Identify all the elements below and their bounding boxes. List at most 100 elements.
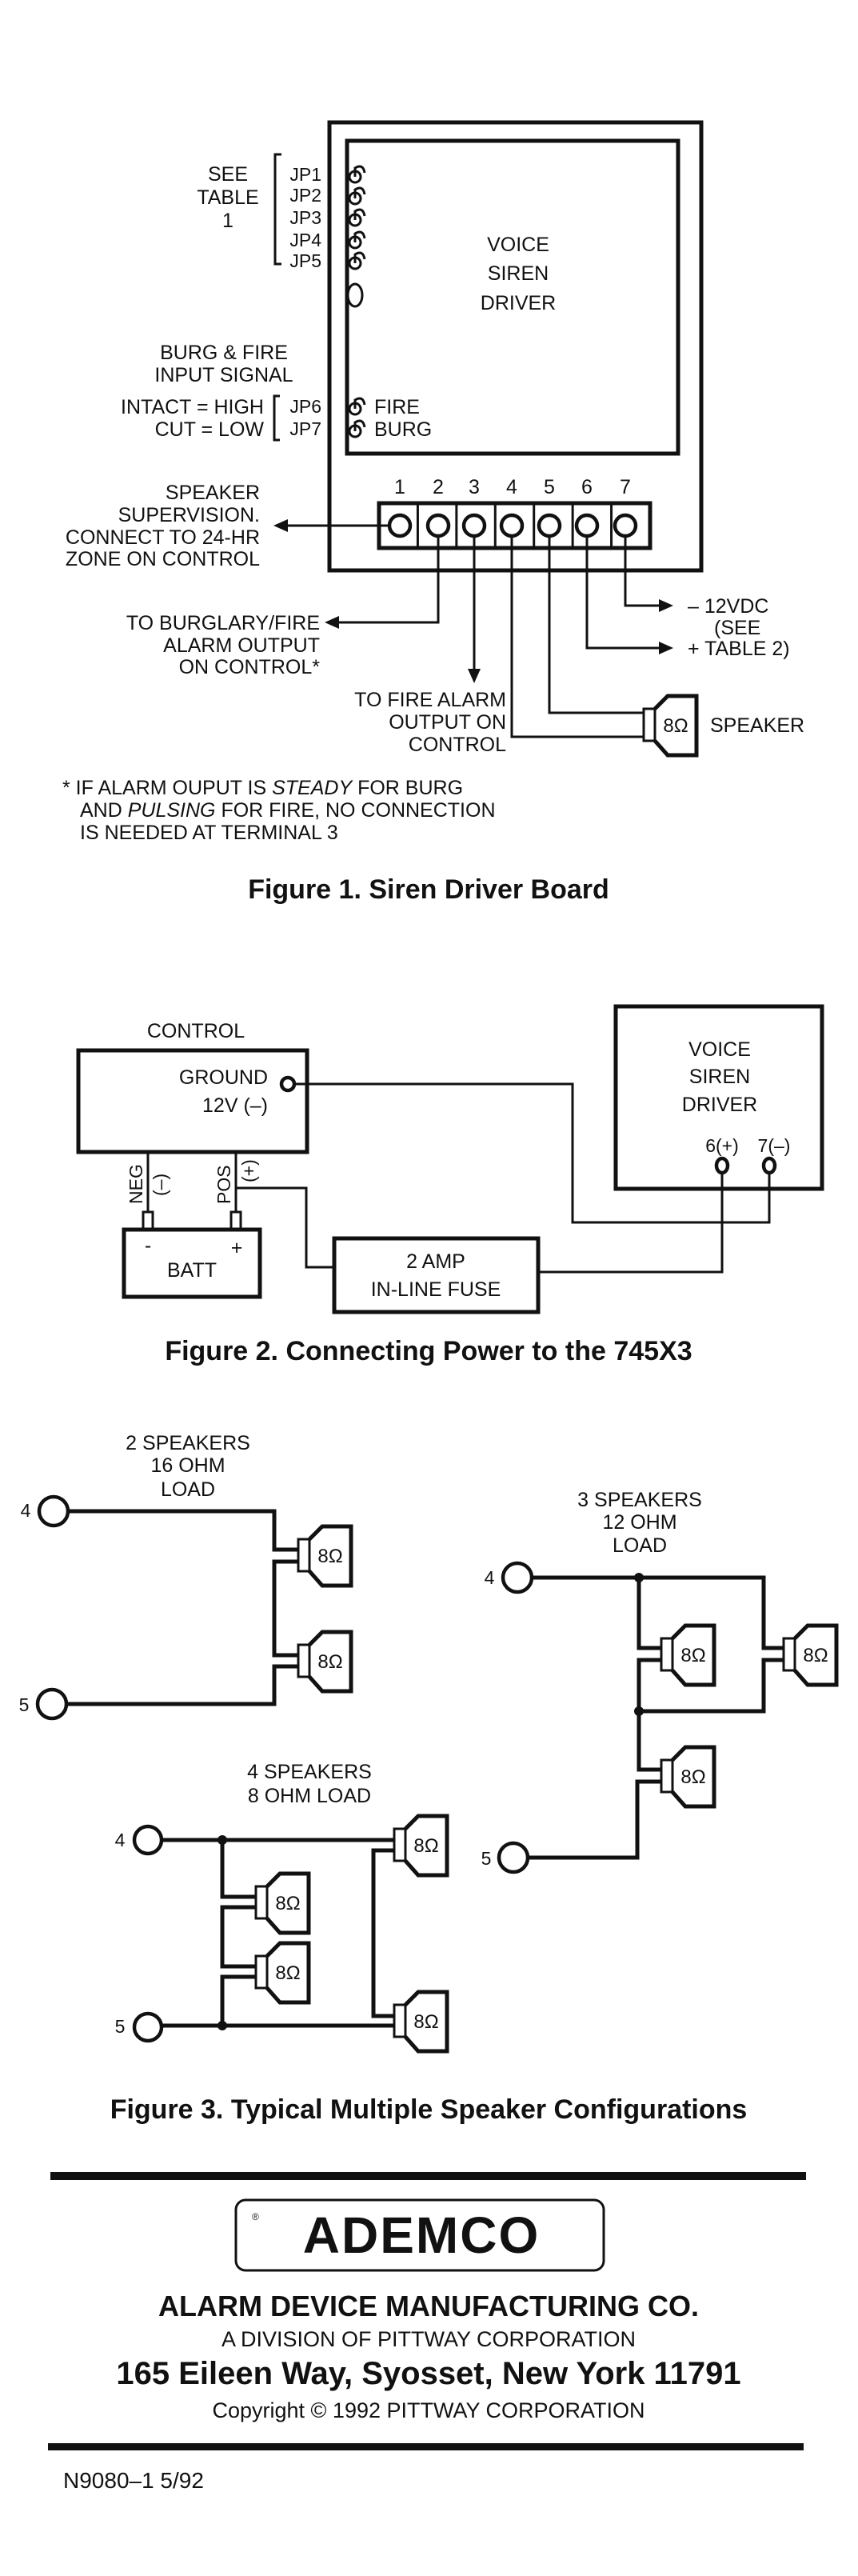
figure-1-caption: Figure 1. Siren Driver Board — [248, 874, 609, 905]
power-minus-label: – 12VDC — [688, 595, 768, 618]
jp1-label: JP1 — [289, 164, 321, 185]
config2-wire-a — [68, 1509, 298, 1552]
see-table-label-line3: 1 — [222, 210, 233, 232]
wire-terminal-7 — [624, 536, 662, 607]
wire-terminal-4 — [510, 536, 644, 738]
config4-wire-a — [220, 1840, 256, 1899]
screw-terminal-3 — [461, 513, 487, 538]
battery-minus: - — [145, 1234, 151, 1257]
wire-terminal-6 — [585, 536, 662, 650]
speaker-icon: 8Ω — [297, 1630, 353, 1694]
speaker-ohm-label: 8Ω — [413, 2011, 438, 2033]
config3-terminal-4-label: 4 — [485, 1567, 495, 1588]
board-label-line3: DRIVER — [481, 292, 556, 314]
config2-terminal-5 — [35, 1687, 69, 1721]
registered-mark: ® — [252, 2211, 259, 2222]
control-title: CONTROL — [147, 1020, 245, 1042]
jumper-icon — [348, 208, 366, 227]
config2-wire-c — [66, 1664, 298, 1706]
driver-label-line2: SIREN — [689, 1066, 750, 1088]
fire-alarm-output-line2: OUTPUT ON — [389, 711, 506, 734]
config3-title-line1: 3 SPEAKERS — [577, 1489, 702, 1511]
neg-label: NEG — [126, 1164, 146, 1204]
terminal-number-6: 6 — [581, 476, 593, 498]
jp6-label: JP6 — [289, 396, 321, 417]
config2-terminal-4-label: 4 — [21, 1500, 31, 1521]
input-signal-title-line2: INPUT SIGNAL — [154, 364, 293, 386]
power-see-label: (SEE — [714, 617, 760, 639]
junction-node — [634, 1573, 644, 1582]
jp5-label: JP5 — [289, 250, 321, 271]
terminal-number-4: 4 — [506, 476, 517, 498]
footer: ADEMCO ® ALARM DEVICE MANUFACTURING CO. … — [48, 2172, 806, 2493]
config3-title-line3: LOAD — [613, 1534, 667, 1557]
config-3-speakers: 3 SPEAKERS 12 OHM LOAD 4 5 8Ω 8Ω 8Ω — [481, 1489, 839, 1874]
supervision-note-line3: CONNECT TO 24-HR — [66, 526, 260, 549]
config3-terminal-5 — [497, 1841, 530, 1874]
jumper-group-table1: SEE TABLE 1 JP1 JP2 JP3 JP4 JP5 — [197, 153, 366, 308]
config3-wire-c — [637, 1711, 661, 1772]
driver-label-line3: DRIVER — [682, 1094, 757, 1116]
jumper-icon — [348, 251, 366, 270]
config4-wire-c — [220, 1974, 256, 2026]
board-label-line2: SIREN — [488, 262, 549, 285]
jp3-label: JP3 — [289, 207, 321, 228]
ground-voltage-label: 12V (–) — [202, 1094, 268, 1117]
power-plus-label: + TABLE 2) — [688, 638, 790, 660]
speaker-icon: 8Ω — [782, 1623, 839, 1687]
config2-title-line2: 16 OHM — [150, 1454, 225, 1477]
config4-wire-b — [220, 1905, 256, 1969]
config-4-speakers: 4 SPEAKERS 8 OHM LOAD 4 5 8Ω 8Ω 8Ω 8Ω — [115, 1761, 449, 2054]
config4-terminal-5-label: 5 — [115, 2016, 126, 2037]
speaker-label: SPEAKER — [710, 714, 804, 737]
arrow-down-fire-alarm — [468, 669, 481, 683]
footer-bottom-rule — [48, 2443, 804, 2450]
burg-fire-output-line2: ALARM OUTPUT — [163, 634, 320, 657]
burg-fire-output-line3: ON CONTROL* — [179, 656, 321, 678]
fuse-label-line1: 2 AMP — [406, 1250, 465, 1273]
config2-wire-b — [272, 1559, 298, 1658]
jp7-label: JP7 — [289, 418, 321, 439]
jp2-label: JP2 — [289, 185, 321, 206]
speaker-ohm-label: 8Ω — [317, 1651, 342, 1673]
input-signal-title-line1: BURG & FIRE — [160, 342, 288, 364]
terminal-wiring — [273, 519, 673, 738]
burg-fire-output-line1: TO BURGLARY/FIRE — [126, 612, 320, 634]
speaker-icon: 8Ω — [254, 1941, 311, 2005]
config4-terminal-4-label: 4 — [115, 1830, 126, 1850]
driver-terminal-7 — [761, 1156, 777, 1175]
config3-title-line2: 12 OHM — [602, 1511, 676, 1534]
supervision-note-line1: SPEAKER — [166, 482, 260, 504]
config4-title-line2: 8 OHM LOAD — [248, 1785, 371, 1807]
config3-wire-d — [528, 1779, 661, 1860]
wire-terminal-2 — [336, 536, 440, 624]
wire-pos-to-fuse — [236, 1186, 334, 1269]
speaker-ohm-label: 8Ω — [275, 1962, 300, 1984]
fire-alarm-output-line1: TO FIRE ALARM — [354, 689, 506, 711]
screw-terminal-1 — [387, 513, 413, 538]
config2-title-line3: LOAD — [161, 1478, 215, 1501]
ground-terminal — [279, 1075, 297, 1093]
battery-label: BATT — [167, 1259, 217, 1282]
fuse-box — [332, 1236, 541, 1314]
screw-terminal-5 — [537, 513, 562, 538]
speaker-icon: 8Ω — [393, 1814, 449, 1878]
board-label-line1: VOICE — [487, 234, 549, 256]
config3-terminal-4 — [501, 1561, 534, 1594]
jumper-icon — [348, 419, 366, 438]
battery-plus: + — [231, 1237, 243, 1259]
figure-2-power-connection: CONTROL GROUND 12V (–) NEG (–) POS (+) -… — [76, 1004, 824, 1366]
ademco-logo: ADEMCO — [303, 2206, 540, 2264]
supervision-note-line2: SUPERVISION. — [118, 504, 260, 526]
battery-box — [122, 1227, 262, 1299]
terminal-number-7: 7 — [620, 476, 631, 498]
screw-terminal-2 — [425, 513, 451, 538]
config3-wire-top — [532, 1575, 784, 1650]
junction-node — [217, 2021, 227, 2030]
terminal-number-5: 5 — [544, 476, 555, 498]
speaker-icon: 8Ω — [660, 1745, 716, 1809]
screw-terminal-6 — [574, 513, 600, 538]
fuse-label-line2: IN-LINE FUSE — [371, 1278, 501, 1301]
config3-wire-b — [637, 1658, 784, 1714]
